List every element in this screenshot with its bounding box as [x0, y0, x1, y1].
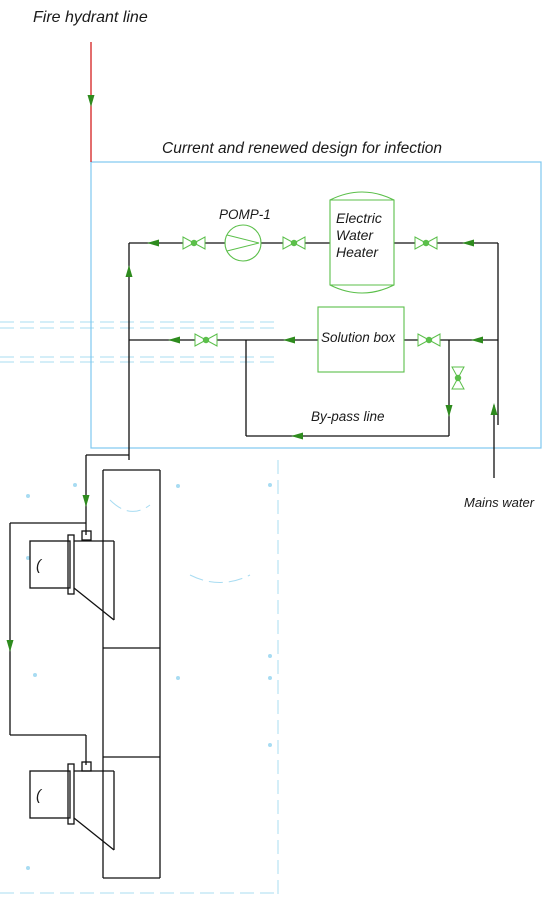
upper-spray-head	[29, 530, 115, 621]
bowtie-valve-icon	[417, 333, 441, 347]
heater-loop	[128, 242, 499, 460]
lower-spray-head	[29, 761, 115, 851]
flow-arrow-icon	[125, 265, 133, 277]
flow-arrow-icon	[82, 495, 90, 507]
bowtie-valve-icon	[194, 333, 218, 347]
flow-arrow-icon	[490, 403, 498, 415]
heater-label-line1: Electric	[336, 210, 382, 226]
pump-label: POMP-1	[219, 207, 271, 222]
flow-arrow-icon	[462, 239, 474, 247]
flow-arrow-icon	[168, 336, 180, 344]
flow-arrow-icon	[471, 336, 483, 344]
solution-box-label: Solution box	[321, 330, 397, 345]
heater-label-line2: Water	[336, 227, 374, 243]
flow-arrow-icon	[283, 336, 295, 344]
design-title: Current and renewed design for infection	[162, 140, 442, 157]
background-dots	[26, 483, 272, 870]
flow-arrow-icon	[6, 640, 14, 652]
equipment-piping	[9, 454, 129, 765]
upper-head-bracket: (	[36, 557, 43, 574]
pump-icon	[224, 224, 262, 262]
solution-box	[317, 306, 405, 373]
fire-hydrant-label: Fire hydrant line	[33, 9, 148, 26]
heater-label-line3: Heater	[336, 244, 379, 260]
bowtie-valve-icon	[451, 366, 465, 390]
bypass-label: By-pass line	[311, 409, 385, 424]
flow-arrow-icon	[147, 239, 159, 247]
flow-arrow-icon	[291, 432, 303, 440]
lower-head-bracket: (	[36, 787, 43, 804]
mains-water-label: Mains water	[464, 495, 535, 510]
bowtie-valve-icon	[282, 236, 306, 250]
flow-arrow-icon	[445, 405, 453, 417]
bowtie-valve-icon	[414, 236, 438, 250]
tower-frame	[102, 469, 161, 879]
flow-arrows	[6, 95, 498, 652]
design-boundary	[90, 161, 542, 449]
background-cad-lines	[0, 321, 280, 895]
flow-arrow-icon	[87, 95, 95, 107]
valves	[182, 236, 465, 390]
bowtie-valve-icon	[182, 236, 206, 250]
